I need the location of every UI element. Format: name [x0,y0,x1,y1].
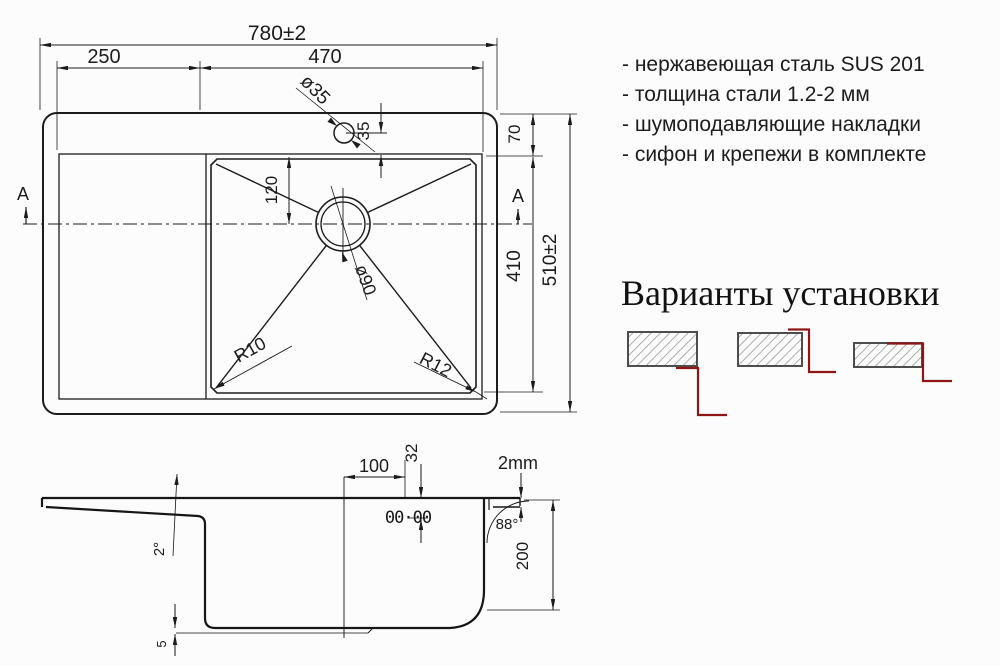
faucet-hole-section-symbol: 00·00 [385,508,432,528]
dim-bowl-length-label: 410 [504,250,525,282]
dim-rim-thickness-label: 2mm [498,453,538,473]
install-option-topmount [853,342,952,383]
dim-rim-thickness: 2mm [498,453,538,522]
dim-bottom-offset: 5 [154,604,178,656]
dim-slope-angle: 2° [151,473,179,556]
dim-top-ledge: 70 [486,113,577,157]
dim-corner-radius-right-label: R12 [416,348,455,381]
dim-wall-angle-label: 88° [496,516,519,533]
dim-bottom-offset-label: 5 [154,640,169,647]
section-letter-right: A [512,186,524,206]
dim-bowl-width: 470 [200,46,484,152]
dim-drain-offset-label: 120 [262,176,281,204]
feature-list: - нержавеющая сталь SUS 201 - толщина ст… [622,50,992,170]
dim-drain-offset: 120 [262,157,292,224]
feature-item: - сифон и крепежи в комплекте [622,143,927,166]
dim-faucet-offset-label: 35 [354,122,373,141]
dim-wall-angle: 88° [486,500,530,544]
dim-faucet-distance-label: 100 [359,456,389,476]
dim-faucet-hole-label: ø35 [296,71,334,109]
dim-total-width: 780±2 [39,22,498,110]
dim-faucet-offset: 35 [354,103,384,178]
feature-item: - нержавеющая сталь SUS 201 [622,53,925,76]
dim-left-section-label: 250 [87,46,120,68]
dim-bowl-depth: 200 [487,499,560,611]
dim-total-width-label: 780±2 [248,22,306,45]
section-letter-left: A [17,184,29,204]
bowl-rim [210,158,477,394]
dim-faucet-recess: 32 [402,444,428,543]
section-marker-right: A [512,186,524,224]
install-options-title: Варианты установки [621,273,940,313]
feature-item: - толщина стали 1.2-2 мм [622,83,870,106]
section-view: 100 32 00·00 2mm 88° [40,444,560,656]
dim-slope-angle-label: 2° [151,542,168,556]
dim-bowl-length: 410 [484,157,543,393]
dim-top-ledge-label: 70 [505,125,524,144]
section-marker-left: A [17,184,29,224]
sink-profile-red-line [676,366,727,417]
section-profile [40,496,521,630]
install-option-diagrams [627,328,952,417]
dim-left-section: 250 [56,46,201,150]
feature-item: - шумоподавляющие накладки [622,113,921,136]
dim-total-depth: 510±2 [500,114,577,413]
dim-total-depth-label: 510±2 [540,234,561,287]
sink-outer-edge [42,112,498,415]
dim-bowl-width-label: 470 [308,46,341,68]
sink-ledge-edge [58,153,483,400]
dim-faucet-distance: 100 [344,456,406,497]
install-option-flushmount [737,328,836,374]
sink-profile-red-line [887,342,952,383]
dim-faucet-recess-label: 32 [402,444,421,463]
dim-corner-radius-left: R10 [213,333,293,390]
install-option-undermount [627,331,727,417]
dim-bowl-depth-label: 200 [513,542,532,570]
section-bottom-break [367,627,374,634]
sink-profile-red-line [788,328,836,374]
bowl-diagonals [215,163,472,389]
top-view: A A 780±2 250 [17,22,577,415]
